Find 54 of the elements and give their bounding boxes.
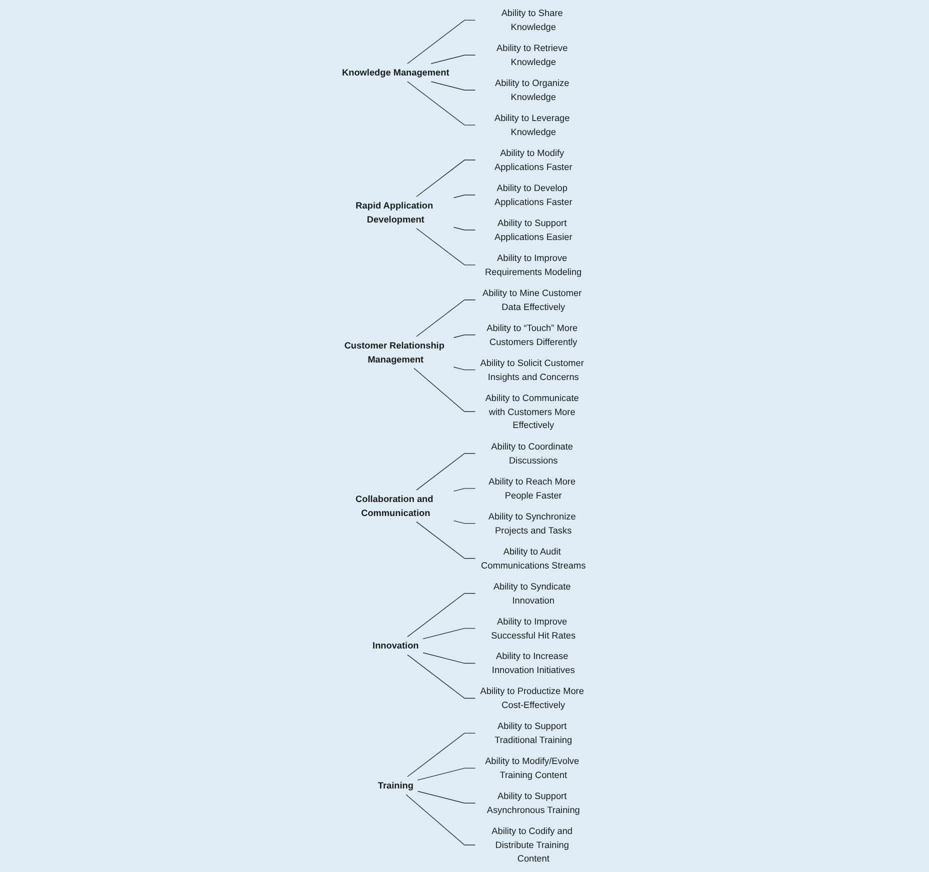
connector [417,768,476,780]
node-text: Collaboration and Communication [356,494,434,518]
connector [407,593,476,638]
node-text: Ability to Syndicate Innovation [493,581,571,606]
node-text: Ability to Coordinate Discussions [491,441,574,466]
connector [416,160,476,197]
connector [416,228,476,266]
connector [430,54,476,64]
node-text: Ability to Support Applications Easier [494,218,572,242]
node-text: Ability to Leverage Knowledge [494,112,570,137]
connector [407,732,476,777]
node-text: Customer Relationship Management [344,340,444,364]
connector [430,81,476,90]
node-text: Ability to Improve Requirements Modeling [485,252,582,277]
node-text: Ability to Share Knowledge [501,8,563,32]
node-text: Ability to Audit Communications Streams [481,546,586,570]
node-text: Ability to Support Traditional Training [494,721,572,746]
node-text: Ability to Communicate with Customers More Effectively [485,392,579,430]
connector [453,334,476,338]
node-text: Ability to Increase Innovation Initiatives [492,651,575,676]
node-text: Ability to Synchronize Projects and Tasks [488,511,576,536]
connector [406,794,476,846]
connector [407,654,476,699]
node-text: Rapid Application Development [356,200,434,224]
node-text: Ability to “Touch” More Customers Differently [486,322,578,347]
node-text: Ability to Productize More Cost-Effectively [480,686,584,710]
connector [422,628,476,640]
node-text: Ability to Codify and Distribute Training Content [492,826,572,864]
connector [416,300,476,337]
node-text: Ability to Improve Successful Hit Rates [491,616,576,640]
node-text: Ability to Develop Applications Faster [494,182,572,207]
node-text: Training [378,780,414,791]
connector [453,226,476,230]
connector [417,790,476,804]
node-text: Ability to Reach More People Faster [488,476,576,500]
node-text: Innovation [372,640,419,651]
node-text: Ability to Organize Knowledge [494,78,570,102]
connector [414,368,476,412]
node-text: Ability to Solicit Customer Insights and Concerns [480,358,584,382]
node-text: Ability to Mine Customer Data Effectively [482,288,582,312]
connector [416,453,476,490]
connector [407,20,476,64]
connector [453,366,476,370]
node-text: Ability to Modify/Evolve Training Content [485,756,580,780]
connector [453,488,476,492]
connector [453,194,476,198]
connector [422,652,476,664]
node-text: Ability to Modify Applications Faster [494,148,572,172]
node-text: Ability to Support Asynchronous Training [486,791,580,815]
connector [453,520,476,524]
connector [416,521,476,559]
node-text: Knowledge Management [342,67,450,78]
connector [407,81,476,126]
node-text: Ability to Retrieve Knowledge [496,43,568,67]
